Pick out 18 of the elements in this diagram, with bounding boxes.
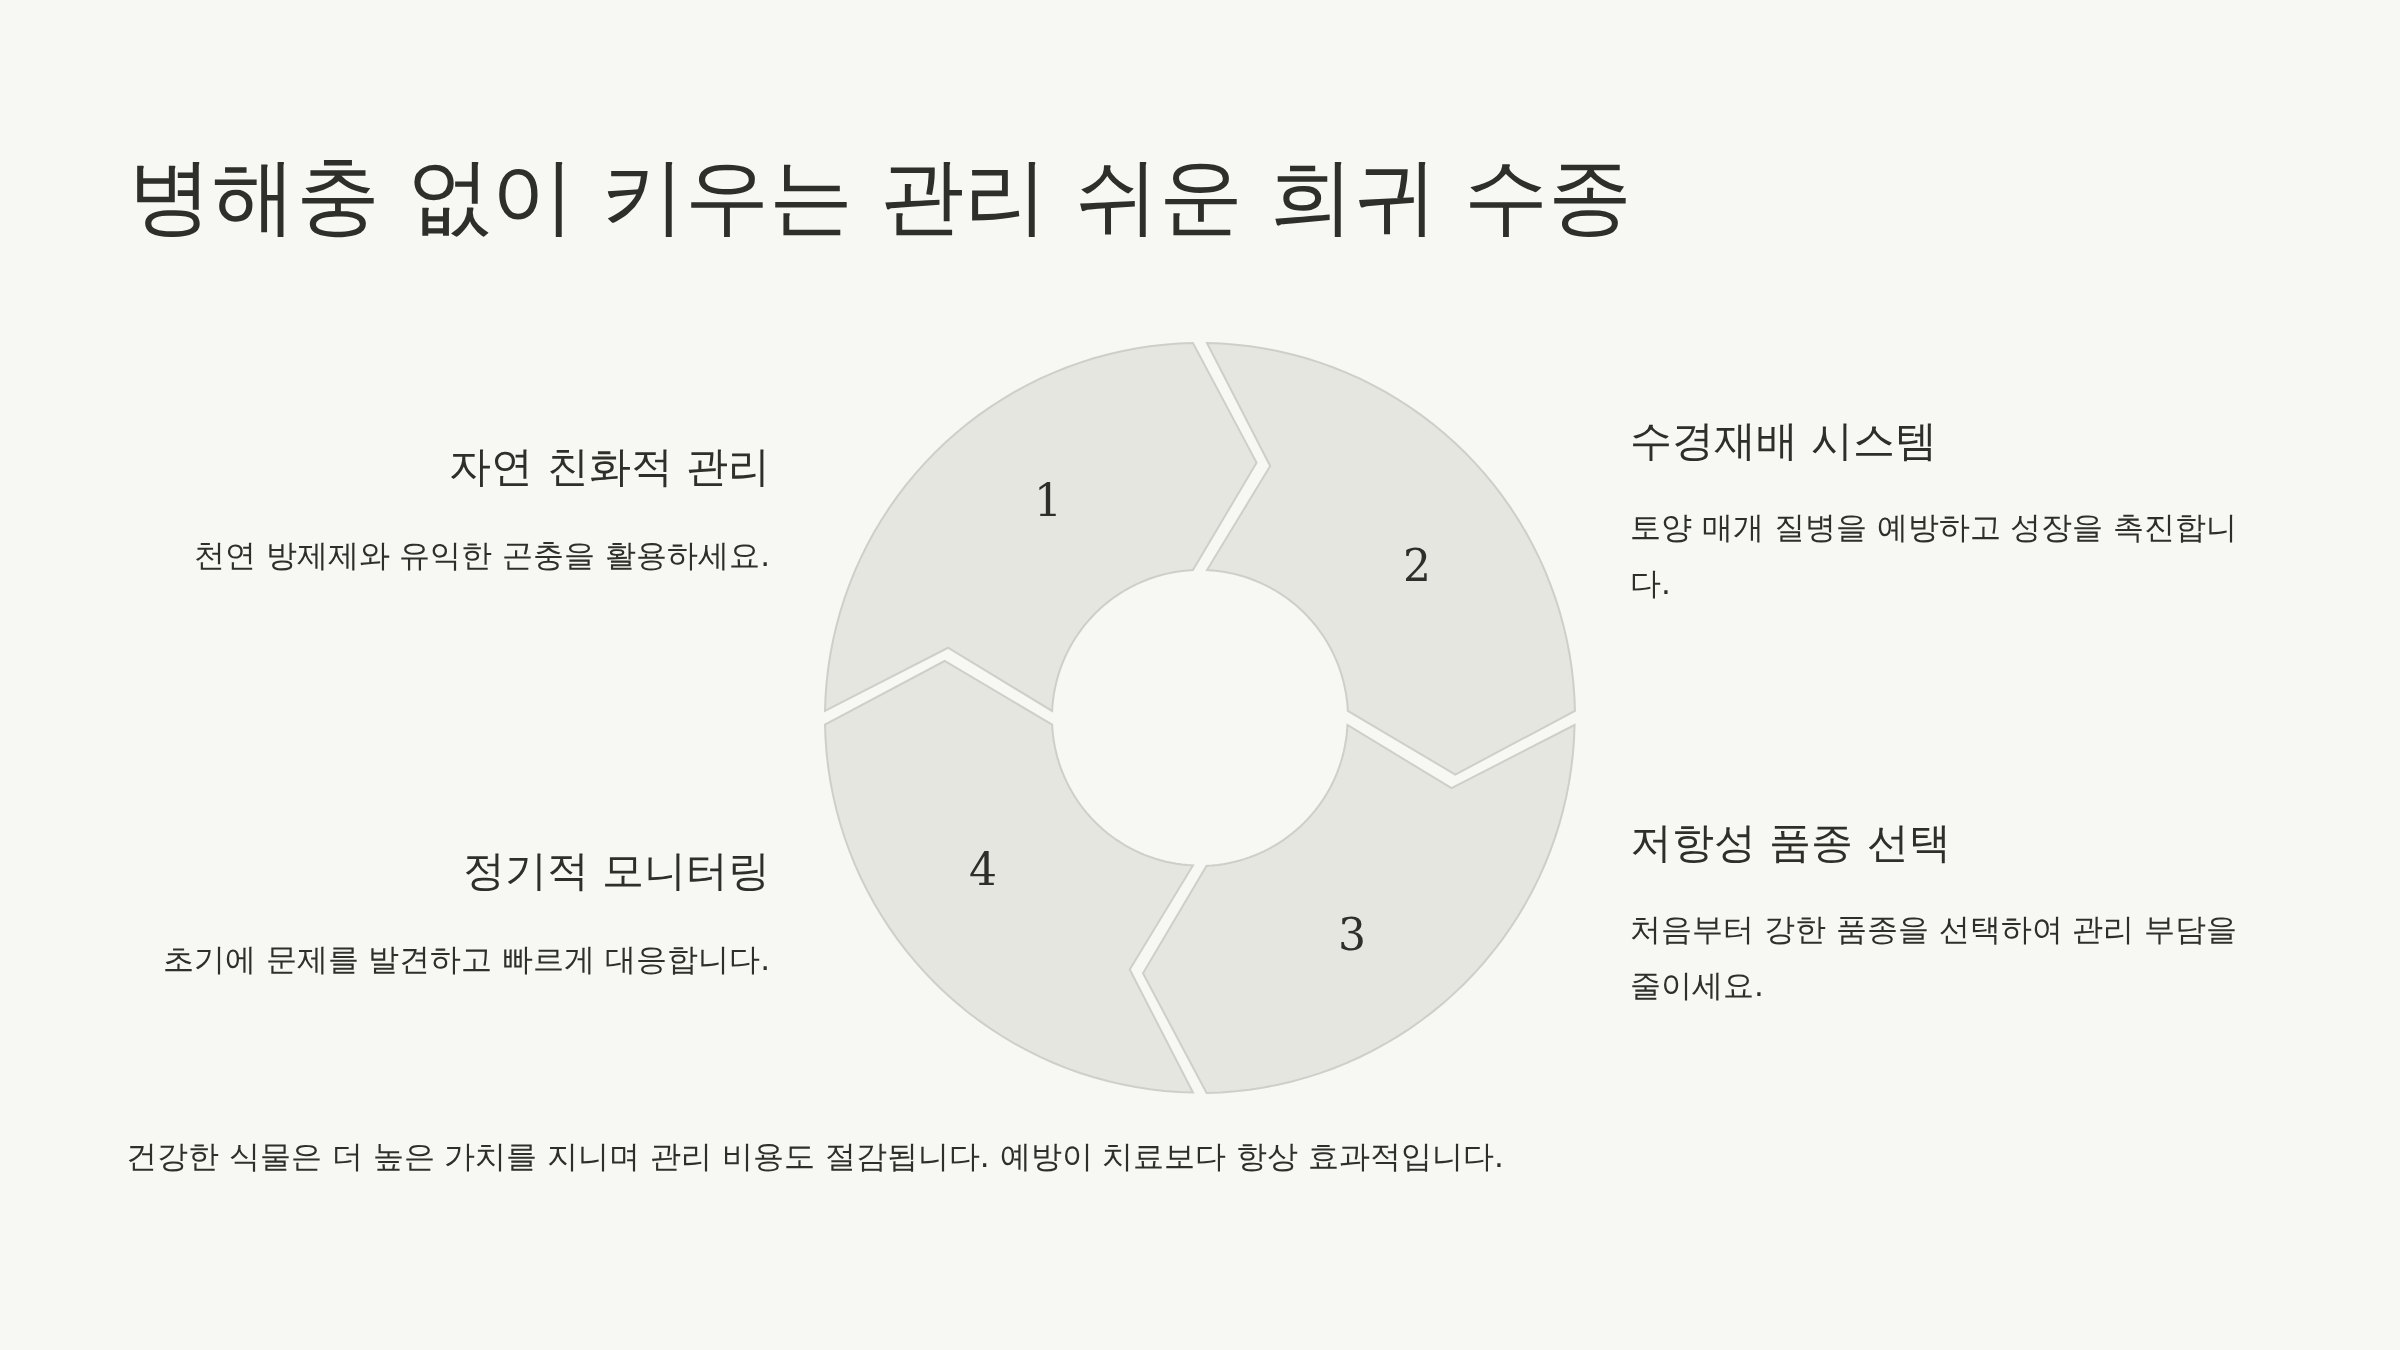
cycle-arrow-segment: [1141, 723, 1577, 1095]
cycle-arrow-segment: [1205, 341, 1577, 777]
step-description: 초기에 문제를 발견하고 빠르게 대응합니다.: [162, 940, 770, 979]
step-description: 천연 방제제와 유익한 곤충을 활용하세요.: [193, 536, 770, 575]
step-number: 1: [1034, 478, 1062, 523]
step-number: 2: [1403, 544, 1432, 588]
step-description: 처음부터 강한 품종을 선택하여 관리 부담을 줄이세요.: [1630, 910, 2239, 1005]
slide-title: 병해충 없이 키우는 관리 쉬운 희귀 수종: [128, 150, 1633, 243]
step-number: 3: [1338, 913, 1366, 958]
cycle-arrow-segment: [823, 341, 1259, 713]
caption: 건강한 식물은 더 높은 가치를 지니며 관리 비용도 절감됩니다. 예방이 치료보다 항상 효과적입니다.: [126, 1137, 1504, 1176]
step-heading: 정기적 모니터링: [462, 846, 770, 897]
step-heading: 수경재배 시스템: [1630, 416, 1938, 467]
step-heading: 자연 친화적 관리: [449, 442, 770, 493]
step-heading: 저항성 품종 선택: [1630, 818, 1951, 869]
step-description: 토양 매개 질병을 예방하고 성장을 촉진합니다.: [1630, 508, 2239, 603]
step-number: 4: [968, 848, 997, 892]
cycle-arrow-segment: [823, 659, 1195, 1095]
